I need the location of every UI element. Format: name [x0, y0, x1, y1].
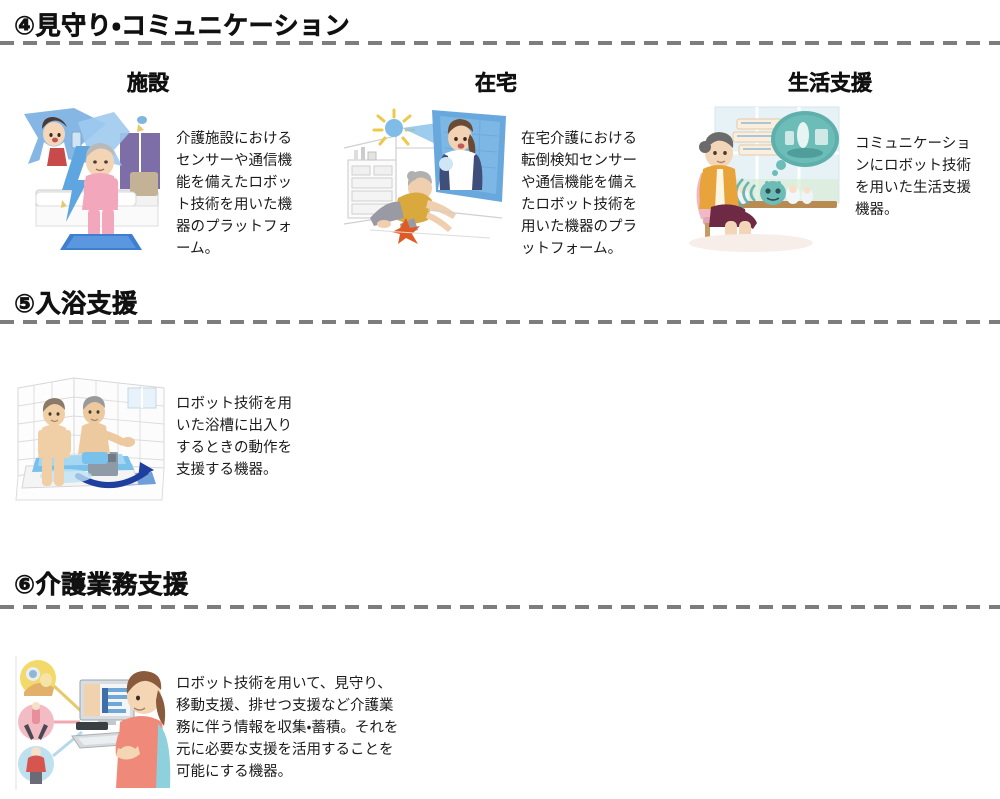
column-heading-facility: 施設 — [127, 72, 170, 96]
column-heading-daily-life-support: 生活支援 — [788, 72, 873, 96]
paragraph-care-operation-support: ロボット技術を用いて、見守り、移動支援、排せつ支援など介護業務に伴う情報を収集・… — [176, 675, 399, 780]
illustration-caregiver-monitoring-elderly-on-bed-mat-sensor — [18, 102, 168, 257]
paragraph-facility: 介護施設におけるセンサーや通信機能を備えたロボット技術を用いた機器のプラットフォ… — [176, 130, 292, 257]
column-heading-home: 在宅 — [475, 72, 518, 96]
paragraph-bathing-support: ロボット技術を用いた浴槽に出入りするときの動作を支援する機器。 — [176, 395, 292, 478]
illustration-fall-detection-sensor-alert-at-home — [340, 106, 508, 254]
section-heading-monitoring: ④見守り・コミュニケーション — [14, 12, 351, 41]
illustration-staff-at-computer-collecting-care-data — [8, 652, 173, 794]
section-divider-monitoring — [0, 41, 1000, 45]
paragraph-daily-life-support: コミュニケーションにロボット技術を用いた生活支援機器。 — [855, 135, 971, 218]
illustration-bath-transfer-lift-device — [12, 372, 172, 504]
section-heading-bathing: ⑤入浴支援 — [14, 290, 138, 319]
illustration-elderly-woman-with-communication-robot — [681, 101, 846, 253]
paragraph-home: 在宅介護における転倒検知センサーや通信機能を備えたロボット技術を用いた機器のプラ… — [521, 130, 637, 257]
section-divider-care-operations — [0, 605, 1000, 609]
section-heading-care-operations: ⑥介護業務支援 — [14, 571, 189, 600]
section-divider-bathing — [0, 320, 1000, 324]
